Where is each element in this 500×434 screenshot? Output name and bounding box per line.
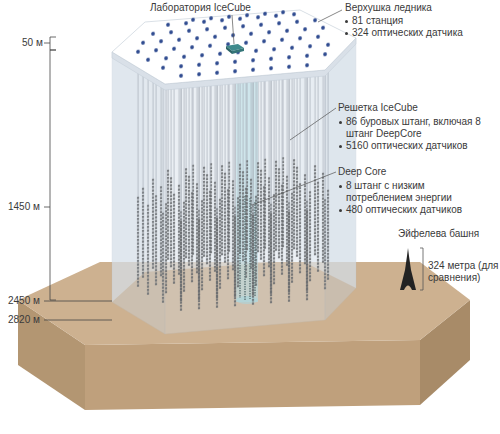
height-bracket [420, 248, 423, 290]
depth-tick [44, 301, 112, 302]
bullet-note: 5160 оптических датчиков [346, 140, 468, 152]
leader-line [252, 172, 336, 205]
depth-bracket [50, 50, 56, 300]
bullet-note: 480 оптических датчиков [346, 204, 462, 216]
depth-bracket [50, 37, 56, 50]
part-heading: Deep Core [338, 166, 386, 178]
lab-building [226, 46, 232, 54]
station-row [178, 62, 310, 79]
eiffel-tower [400, 248, 416, 290]
bullet-note: 8 штанг с низким потреблением энергии [346, 180, 471, 204]
ice-face [165, 70, 325, 334]
depth-label: 1450 м [8, 201, 40, 213]
ice-face [325, 38, 356, 320]
depth-tick [44, 207, 50, 208]
depth-label: 50 м [22, 37, 43, 49]
part-heading: Верхушка ледника [345, 2, 432, 14]
depth-label: 2820 м [8, 314, 40, 326]
bedrock-front [85, 340, 420, 410]
bullet-note: 324 оптических датчика [352, 27, 463, 39]
depth-tick [44, 43, 50, 44]
part-heading: Решетка IceCube [338, 102, 418, 114]
part-heading: Эйфелева башня [398, 228, 479, 240]
depth-tick [44, 320, 112, 321]
leader-line [290, 108, 336, 140]
leader-line [232, 15, 234, 44]
bullet-note: 86 буровых штанг, включая 8 штанг DeepCo… [346, 116, 486, 140]
leader-line [318, 10, 342, 22]
ice-face [112, 52, 165, 334]
glacier-top [112, 10, 356, 84]
bullet-note: 81 станция [352, 15, 403, 27]
lab-building [232, 48, 244, 54]
lab-label: Лаборатория IceCube [150, 2, 251, 14]
comparison-note: 324 метра (для сравнения) [428, 260, 500, 284]
depth-label: 2450 м [8, 295, 40, 307]
